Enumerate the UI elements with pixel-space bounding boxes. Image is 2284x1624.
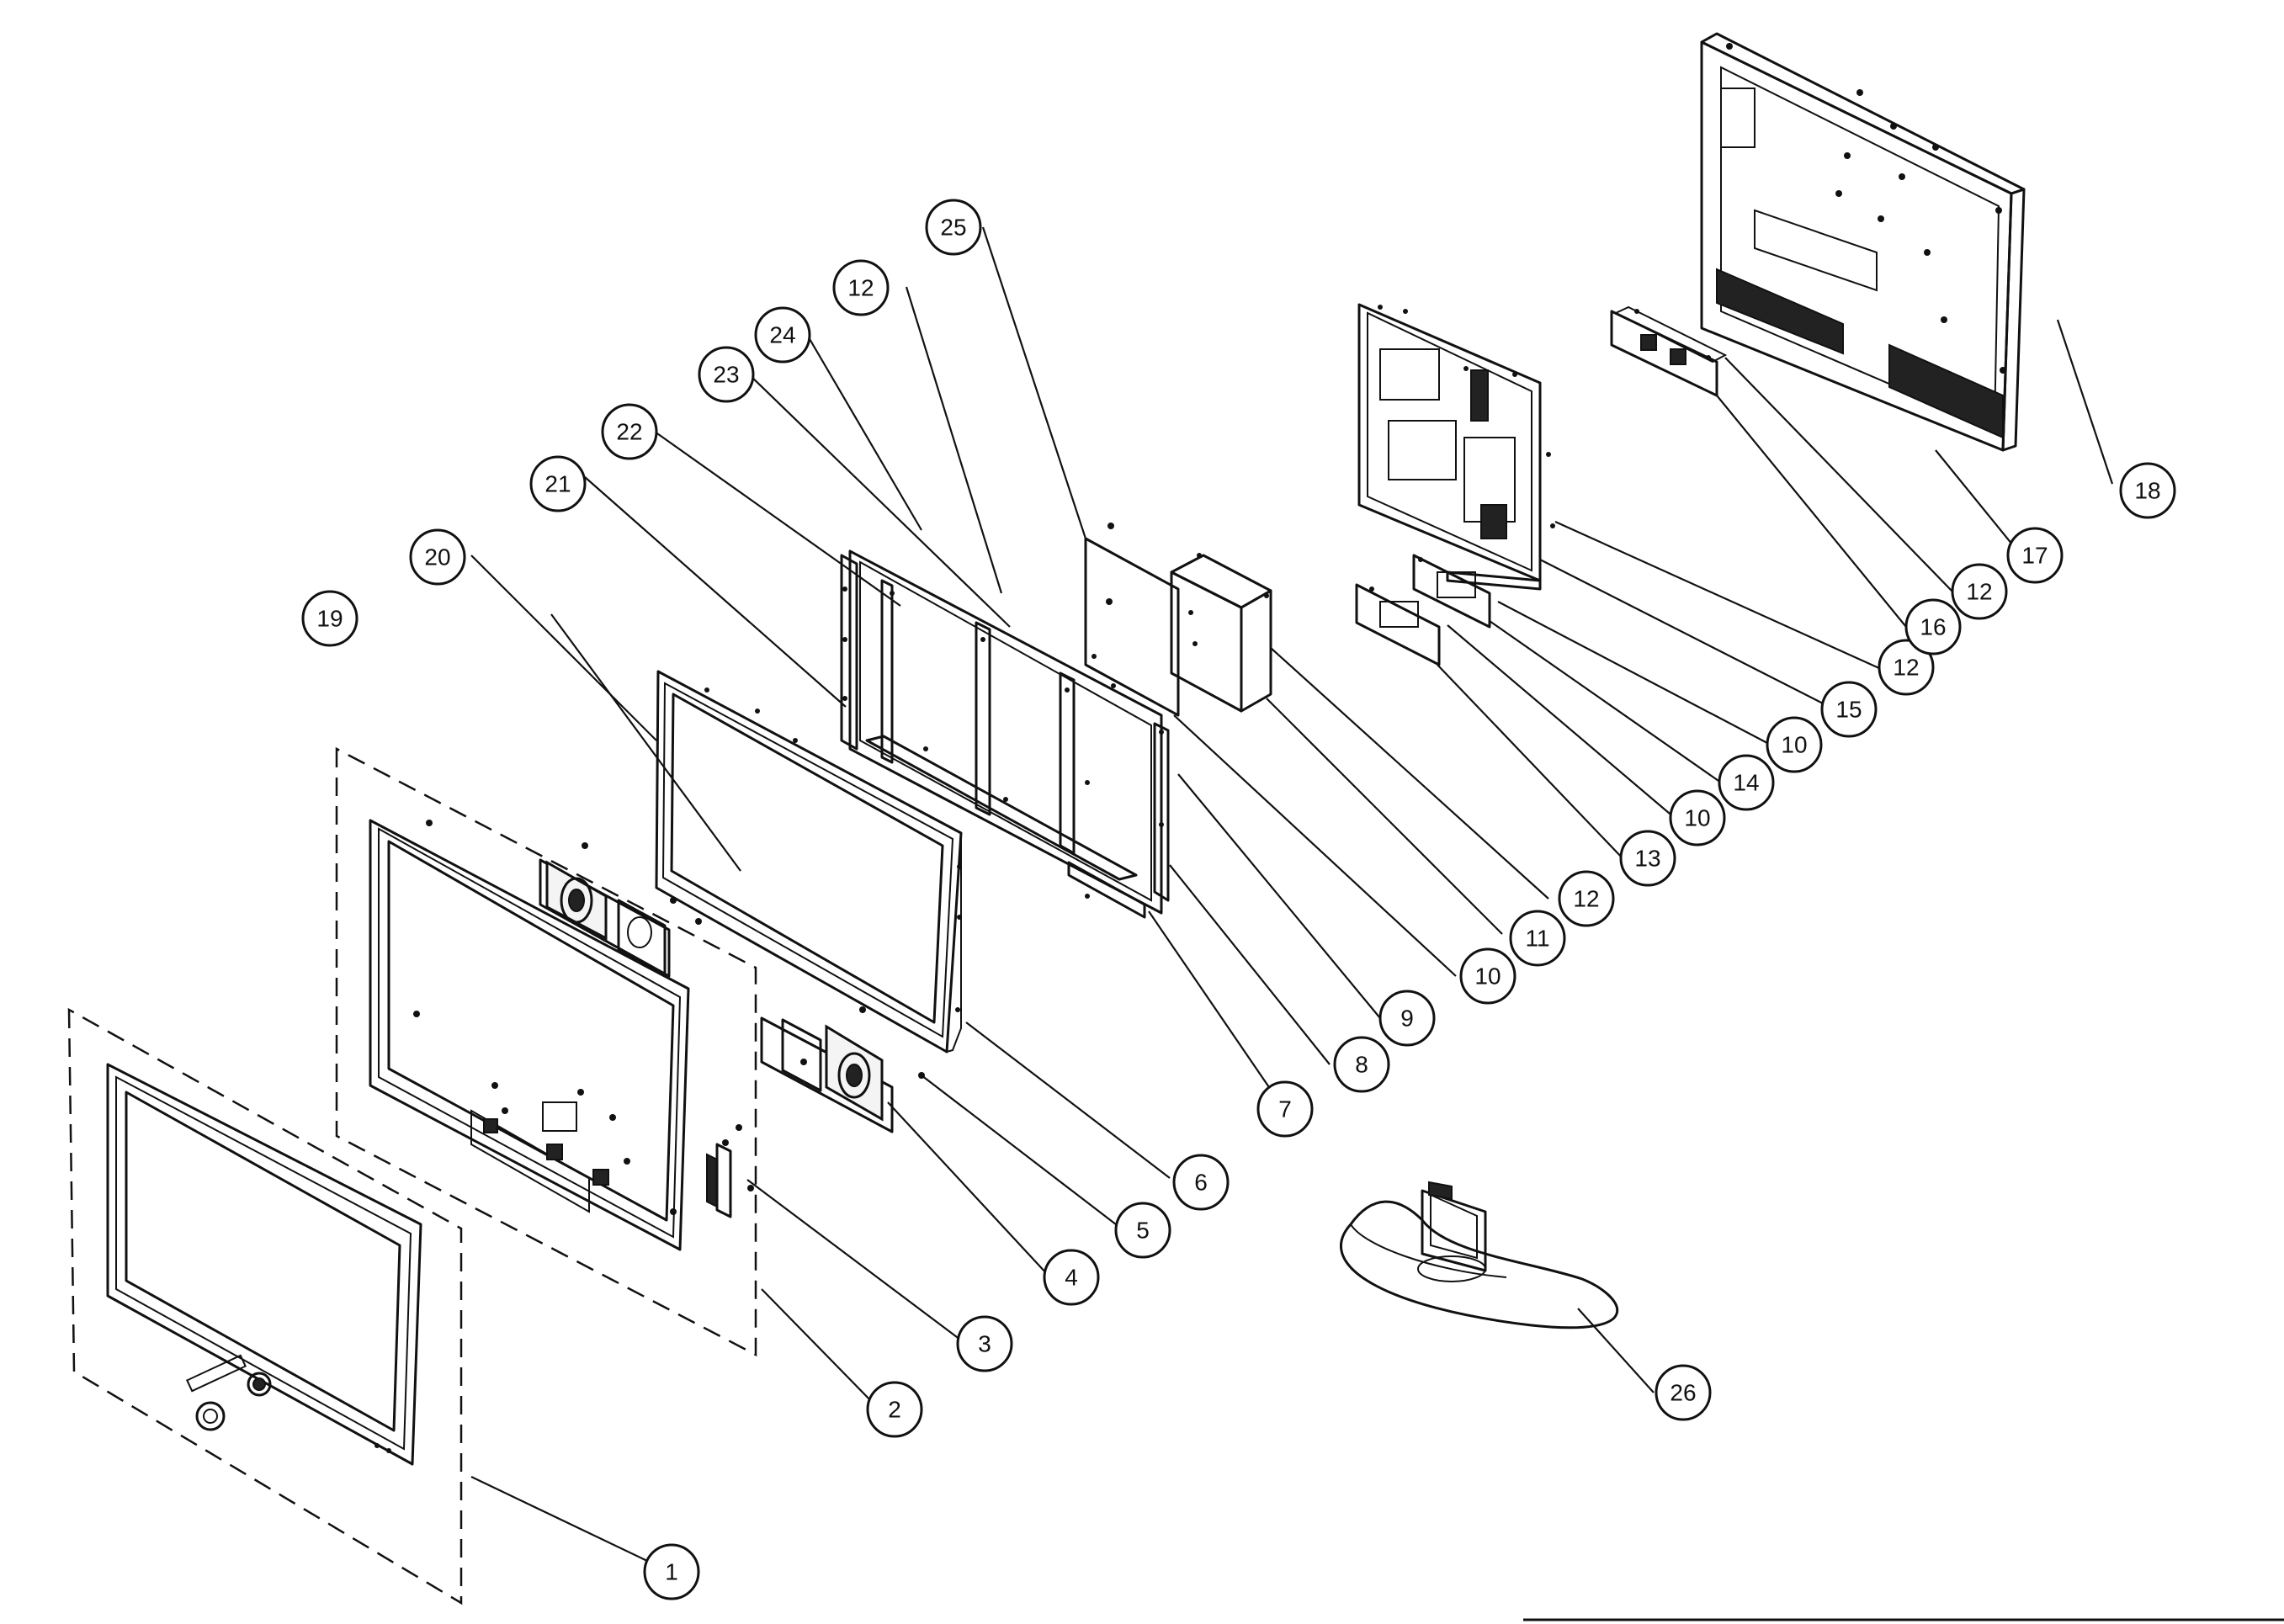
callout-9-label: 9 <box>1400 1006 1414 1032</box>
callout-10-c-label: 10 <box>1781 732 1807 758</box>
callout-17: 17 <box>2006 527 2064 584</box>
callout-25: 25 <box>925 199 982 256</box>
callout-23-label: 23 <box>713 362 739 388</box>
callout-10-a: 10 <box>1459 947 1516 1005</box>
callout-12-c-label: 12 <box>1966 579 1992 605</box>
callout-24-label: 24 <box>769 322 795 348</box>
callout-15: 15 <box>1820 681 1878 738</box>
callout-14-label: 14 <box>1733 770 1759 796</box>
callout-4-label: 4 <box>1065 1265 1078 1291</box>
callout-24: 24 <box>754 306 811 364</box>
callout-12-b: 12 <box>1878 639 1935 696</box>
input-bracket <box>1355 554 1491 666</box>
front-bezel <box>67 1007 463 1605</box>
main-board <box>1357 303 1555 591</box>
stand <box>1340 1181 1619 1329</box>
av-board <box>1610 305 1728 397</box>
callout-18-label: 18 <box>2134 478 2160 504</box>
callout-6: 6 <box>1172 1154 1230 1211</box>
callout-10-c: 10 <box>1766 716 1823 773</box>
callout-12-d: 12 <box>832 259 890 316</box>
callout-17-label: 17 <box>2021 543 2048 569</box>
callout-13: 13 <box>1619 830 1676 887</box>
callout-3: 3 <box>956 1315 1013 1372</box>
callout-10-b: 10 <box>1669 789 1726 846</box>
speaker-top <box>539 842 702 978</box>
leader-lines <box>470 226 2114 1570</box>
callout-6-label: 6 <box>1194 1170 1208 1196</box>
callout-1-label: 1 <box>665 1559 678 1585</box>
shield-plate <box>1084 523 1180 717</box>
callout-2: 2 <box>866 1381 923 1438</box>
callout-13-label: 13 <box>1634 846 1660 872</box>
callout-1: 1 <box>643 1543 700 1600</box>
callout-3-label: 3 <box>978 1331 991 1357</box>
callout-4: 4 <box>1043 1249 1100 1306</box>
callout-10-a-label: 10 <box>1474 963 1501 990</box>
callout-18: 18 <box>2119 462 2176 519</box>
callout-10-b-label: 10 <box>1684 805 1710 831</box>
callout-16: 16 <box>1904 598 1962 655</box>
callout-25-label: 25 <box>940 215 966 241</box>
back-cover <box>1700 32 2026 452</box>
callout-8-label: 8 <box>1355 1052 1368 1078</box>
callout-5: 5 <box>1114 1202 1171 1259</box>
callout-12-d-label: 12 <box>847 275 874 301</box>
callout-26: 26 <box>1655 1364 1712 1421</box>
callout-7: 7 <box>1256 1080 1314 1138</box>
callout-19-label: 19 <box>316 606 343 632</box>
callout-22: 22 <box>601 403 658 460</box>
callout-2-label: 2 <box>888 1397 901 1423</box>
key-board <box>706 1124 754 1218</box>
callout-14: 14 <box>1718 754 1775 811</box>
callout-21-label: 21 <box>544 471 571 497</box>
callout-22-label: 22 <box>616 419 642 445</box>
callout-11-label: 11 <box>1525 926 1549 952</box>
front-cabinet <box>335 746 757 1357</box>
callout-16-label: 16 <box>1920 614 1946 640</box>
callout-21: 21 <box>529 455 587 512</box>
callout-12-c: 12 <box>1951 563 2008 620</box>
callout-7-label: 7 <box>1278 1096 1292 1122</box>
power-board <box>1170 553 1272 713</box>
callout-12-a: 12 <box>1558 870 1615 927</box>
callout-9: 9 <box>1378 990 1436 1047</box>
callout-11: 11 <box>1509 910 1566 967</box>
callout-20-label: 20 <box>424 544 450 571</box>
callout-19: 19 <box>301 590 359 647</box>
callout-8: 8 <box>1333 1036 1390 1093</box>
speaker-bottom <box>760 1006 925 1133</box>
callout-12-a-label: 12 <box>1573 886 1599 912</box>
callout-12-b-label: 12 <box>1893 655 1919 681</box>
callout-26-label: 26 <box>1670 1380 1696 1406</box>
lcd-panel <box>655 670 963 1053</box>
panel-bracket-frame <box>840 549 1170 919</box>
callout-5-label: 5 <box>1136 1218 1150 1244</box>
callout-23: 23 <box>698 346 755 403</box>
callout-15-label: 15 <box>1835 697 1862 723</box>
callout-20: 20 <box>409 528 466 586</box>
